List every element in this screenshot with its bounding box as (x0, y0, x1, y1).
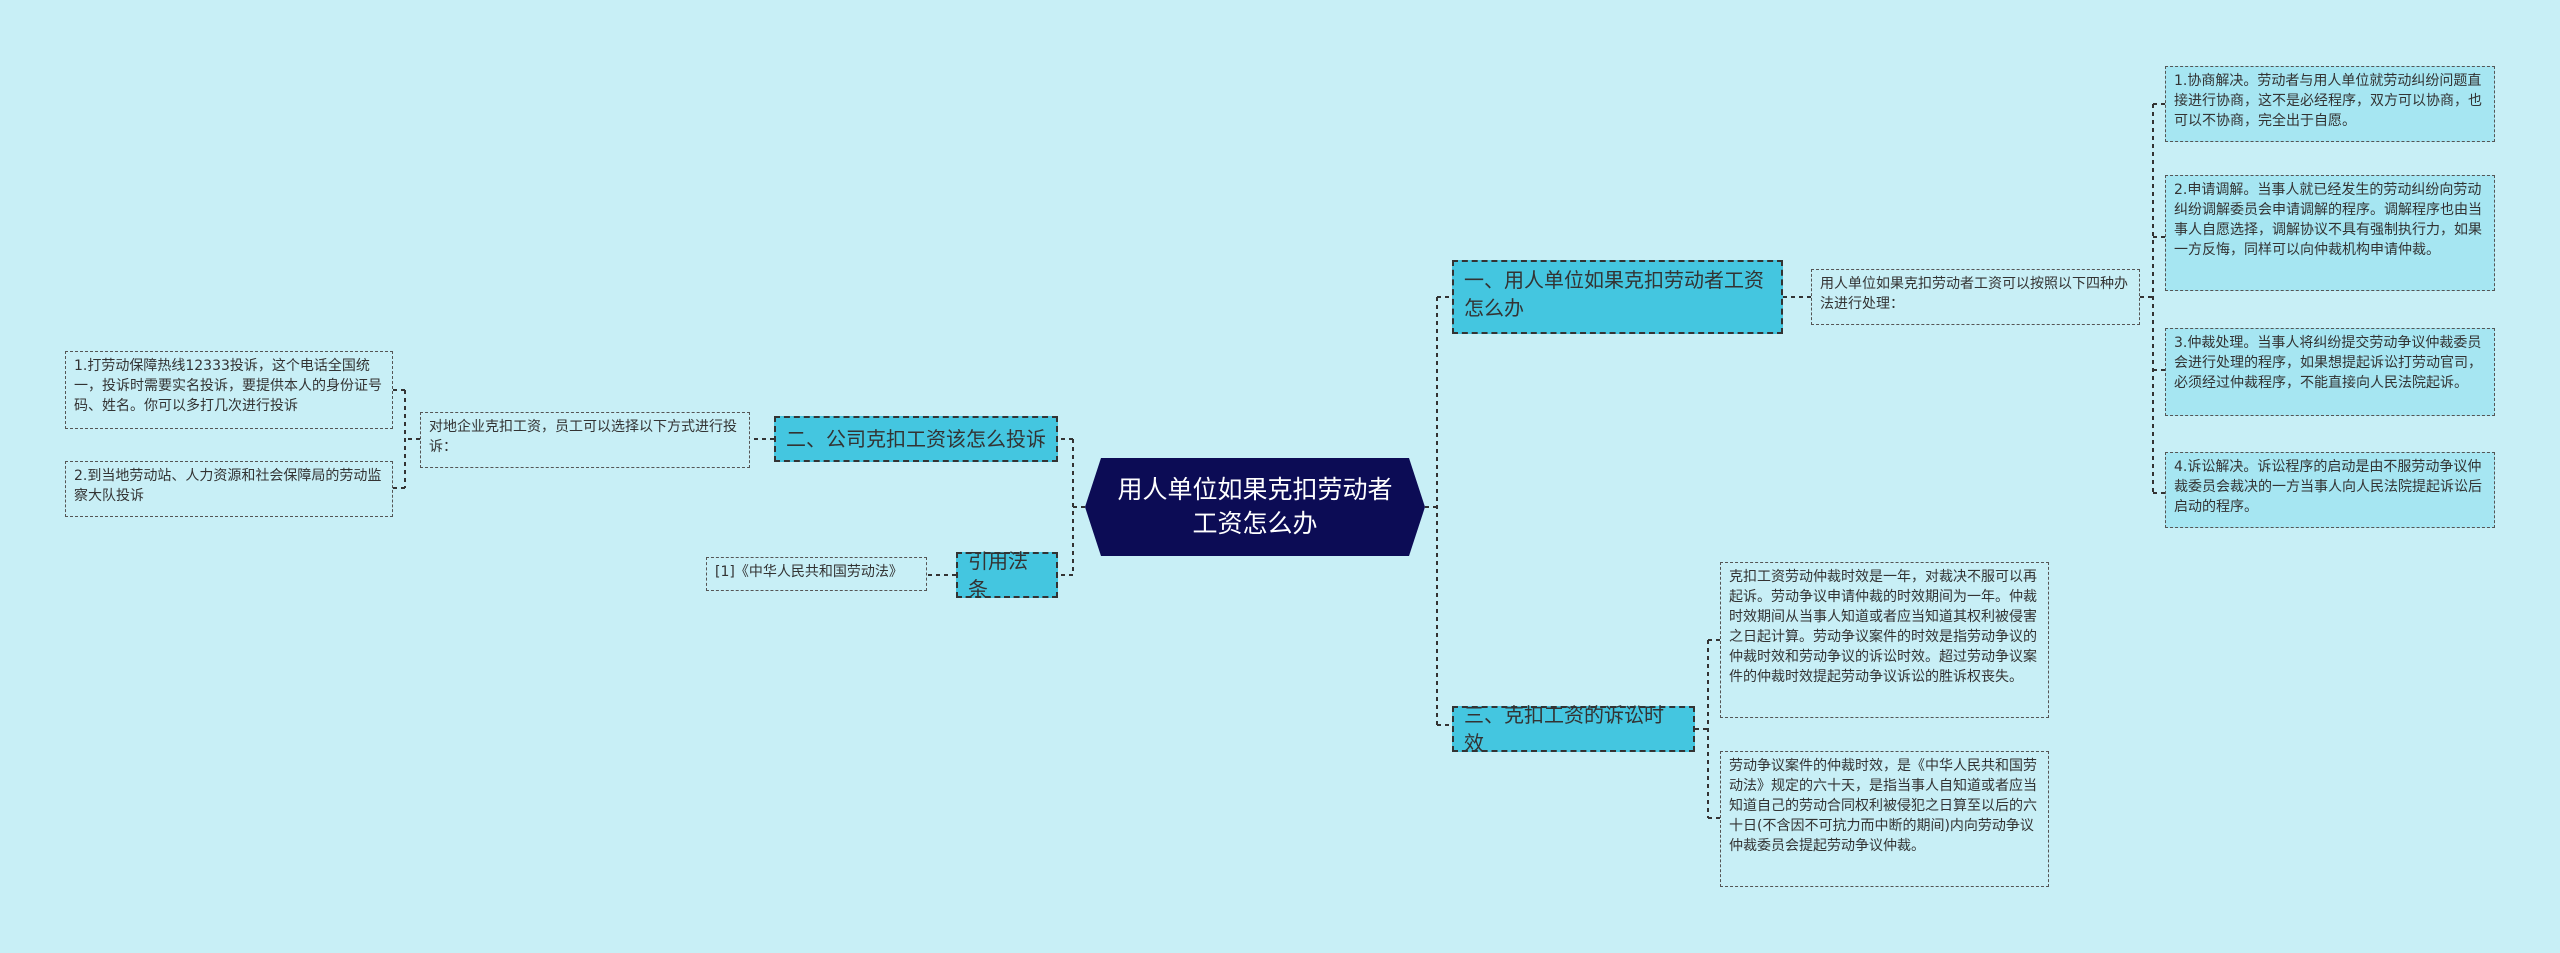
branch-2-title: 二、公司克扣工资该怎么投诉 (786, 427, 1046, 451)
branch-node-1[interactable]: 一、用人单位如果克扣劳动者工资怎么办 (1452, 260, 1783, 334)
branch-node-citations[interactable]: 引用法条 (956, 549, 1058, 601)
branch-2-sub-text: 对地企业克扣工资，员工可以选择以下方式进行投诉： (429, 419, 737, 455)
root-title: 用人单位如果克扣劳动者工资怎么办 (1117, 475, 1393, 538)
branch-1-item-3[interactable]: 3.仲裁处理。当事人将纠纷提交劳动争议仲裁委员会进行处理的程序，如果想提起诉讼打… (2165, 328, 2495, 416)
branch-1-subnode[interactable]: 用人单位如果克扣劳动者工资可以按照以下四种办法进行处理： (1811, 269, 2140, 325)
branch-1-item-4[interactable]: 4.诉讼解决。诉讼程序的启动是由不服劳动争议仲裁委员会裁决的一方当事人向人民法院… (2165, 452, 2495, 528)
branch-3-item-2-text: 劳动争议案件的仲裁时效，是《中华人民共和国劳动法》规定的六十天，是指当事人自知道… (1729, 758, 2037, 854)
connector-root-right (1425, 296, 1452, 726)
branch-1-sub-text: 用人单位如果克扣劳动者工资可以按照以下四种办法进行处理： (1820, 276, 2128, 312)
branch-3-item-1[interactable]: 克扣工资劳动仲裁时效是一年，对裁决不服可以再起诉。劳动争议申请仲裁的时效期间为一… (1720, 562, 2049, 718)
branch-2-subnode[interactable]: 对地企业克扣工资，员工可以选择以下方式进行投诉： (420, 412, 750, 468)
branch-1-item-1[interactable]: 1.协商解决。劳动者与用人单位就劳动纠纷问题直接进行协商，这不是必经程序，双方可… (2165, 66, 2495, 142)
citations-title: 引用法条 (968, 549, 1028, 601)
branch-3-item-1-text: 克扣工资劳动仲裁时效是一年，对裁决不服可以再起诉。劳动争议申请仲裁的时效期间为一… (1729, 569, 2037, 685)
branch-3-item-2[interactable]: 劳动争议案件的仲裁时效，是《中华人民共和国劳动法》规定的六十天，是指当事人自知道… (1720, 751, 2049, 887)
citation-item-1-text: [1]《中华人民共和国劳动法》 (715, 564, 903, 580)
branch-1-item-2-text: 2.申请调解。当事人就已经发生的劳动纠纷向劳动纠纷调解委员会申请调解的程序。调解… (2174, 182, 2482, 258)
branch-1-item-4-text: 4.诉讼解决。诉讼程序的启动是由不服劳动争议仲裁委员会裁决的一方当事人向人民法院… (2174, 459, 2482, 515)
branch-2-item-1[interactable]: 1.打劳动保障热线12333投诉，这个电话全国统一，投诉时需要实名投诉，要提供本… (65, 351, 393, 429)
branch-2-item-2[interactable]: 2.到当地劳动站、人力资源和社会保障局的劳动监察大队投诉 (65, 461, 393, 517)
branch-2-item-1-text: 1.打劳动保障热线12333投诉，这个电话全国统一，投诉时需要实名投诉，要提供本… (74, 358, 382, 414)
branch-node-2[interactable]: 二、公司克扣工资该怎么投诉 (774, 416, 1058, 462)
root-node[interactable]: 用人单位如果克扣劳动者工资怎么办 (1085, 458, 1425, 556)
branch-2-item-2-text: 2.到当地劳动站、人力资源和社会保障局的劳动监察大队投诉 (74, 468, 382, 504)
connector-b2-items (393, 389, 420, 489)
branch-node-3[interactable]: 三、克扣工资的诉讼时效 (1452, 703, 1695, 755)
branch-1-item-1-text: 1.协商解决。劳动者与用人单位就劳动纠纷问题直接进行协商，这不是必经程序，双方可… (2174, 73, 2482, 129)
connector-root-left (1058, 438, 1085, 576)
connector-b1-items (2140, 103, 2165, 494)
branch-3-title: 三、克扣工资的诉讼时效 (1464, 703, 1664, 755)
branch-1-item-2[interactable]: 2.申请调解。当事人就已经发生的劳动纠纷向劳动纠纷调解委员会申请调解的程序。调解… (2165, 175, 2495, 291)
branch-1-item-3-text: 3.仲裁处理。当事人将纠纷提交劳动争议仲裁委员会进行处理的程序，如果想提起诉讼打… (2174, 335, 2482, 391)
citation-item-1[interactable]: [1]《中华人民共和国劳动法》 (706, 557, 927, 591)
branch-1-title: 一、用人单位如果克扣劳动者工资怎么办 (1464, 268, 1764, 320)
connector-b4-items (1695, 639, 1720, 819)
